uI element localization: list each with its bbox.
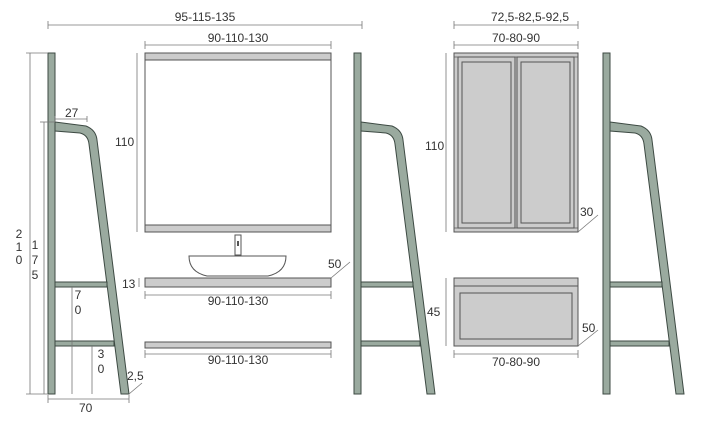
dim-char: 0 bbox=[16, 253, 23, 267]
dim-basin-depth: 50 bbox=[328, 257, 342, 271]
left-ladder bbox=[47, 52, 130, 395]
drawer-unit bbox=[453, 277, 579, 347]
dim-char: 0 bbox=[98, 362, 105, 376]
mirror-top-rail bbox=[144, 52, 332, 61]
wall-cabinet bbox=[453, 52, 579, 233]
dim-char: 2 bbox=[16, 227, 23, 241]
dim-ladder-height-total: 210 bbox=[16, 227, 23, 267]
dim-char: 5 bbox=[32, 268, 39, 282]
middle-ladder bbox=[353, 52, 436, 395]
dim-char: 7 bbox=[32, 253, 39, 267]
ladder-shelf-upper bbox=[54, 281, 108, 288]
drawer-top bbox=[453, 277, 579, 287]
ladder-shelf-upper bbox=[360, 281, 414, 288]
ladder-leaning-leg bbox=[360, 121, 436, 395]
cabinet-door-left-panel bbox=[461, 61, 512, 224]
ladder-leaning-leg bbox=[54, 121, 130, 395]
ladder-post bbox=[602, 52, 611, 395]
ladder-shelf-upper bbox=[609, 281, 663, 288]
ladder-shelf-lower bbox=[360, 340, 421, 347]
cabinet-dims bbox=[445, 53, 599, 233]
dim-lower-shelf-width: 90-110-130 bbox=[208, 353, 269, 367]
ladder-post bbox=[47, 52, 56, 395]
dim-char: 1 bbox=[16, 240, 23, 254]
dim-mirror-height: 110 bbox=[115, 135, 134, 149]
basin-shelf bbox=[144, 277, 332, 288]
cabinet-door-right-panel bbox=[520, 61, 571, 224]
dim-cabinet-depth: 30 bbox=[580, 205, 594, 219]
dim-ladder-top-offset: 27 bbox=[65, 106, 79, 120]
ladder-shelf-lower bbox=[54, 340, 115, 347]
dim-drawer-depth: 50 bbox=[582, 321, 596, 335]
ladder-post bbox=[353, 52, 362, 395]
cabinet-width-dim bbox=[453, 41, 579, 49]
dim-char: 1 bbox=[32, 238, 39, 252]
lower-shelf-dim bbox=[144, 350, 332, 358]
dim-ladder-shelf1-height: 70 bbox=[75, 288, 82, 317]
faucet bbox=[234, 234, 242, 256]
dim-ladder-shelf2-height: 30 bbox=[98, 347, 105, 376]
right-total-dim-line bbox=[453, 21, 579, 29]
dim-cabinet-height: 110 bbox=[425, 139, 444, 153]
mirror bbox=[144, 52, 332, 233]
top-total-dim-line bbox=[47, 21, 363, 29]
dim-top-total-width: 95-115-135 bbox=[175, 10, 236, 24]
left-ladder-dimensions bbox=[26, 52, 143, 403]
dim-right-total-width: 72,5-82,5-92,5 bbox=[491, 10, 569, 24]
dim-mirror-width: 90-110-130 bbox=[208, 31, 269, 45]
dim-cabinet-width: 70-80-90 bbox=[492, 31, 540, 45]
dim-drawer-width: 70-80-90 bbox=[492, 355, 540, 369]
ladder-shelf-lower bbox=[609, 340, 670, 347]
dim-drawer-height: 45 bbox=[427, 305, 441, 319]
lower-shelf bbox=[144, 341, 332, 349]
ladder-leaning-leg bbox=[609, 121, 685, 395]
dim-basin-shelf-width: 90-110-130 bbox=[208, 294, 269, 308]
basin-shelf-dims bbox=[138, 261, 351, 299]
dim-ladder-foot: 2,5 bbox=[127, 369, 144, 383]
dim-char: 7 bbox=[75, 288, 82, 302]
mirror-glass bbox=[144, 59, 332, 226]
drawer-dims bbox=[445, 278, 599, 358]
dim-ladder-base-width: 70 bbox=[79, 401, 93, 415]
mirror-width-dim bbox=[144, 41, 332, 49]
mirror-bottom-rail bbox=[144, 224, 332, 233]
dim-shelf-thickness: 13 bbox=[122, 277, 136, 291]
drawer-front-panel bbox=[459, 292, 573, 340]
right-ladder bbox=[602, 52, 685, 395]
dim-char: 0 bbox=[75, 303, 82, 317]
basin bbox=[188, 255, 287, 277]
dim-ladder-height-inner: 175 bbox=[32, 238, 39, 282]
dim-char: 3 bbox=[98, 347, 105, 361]
